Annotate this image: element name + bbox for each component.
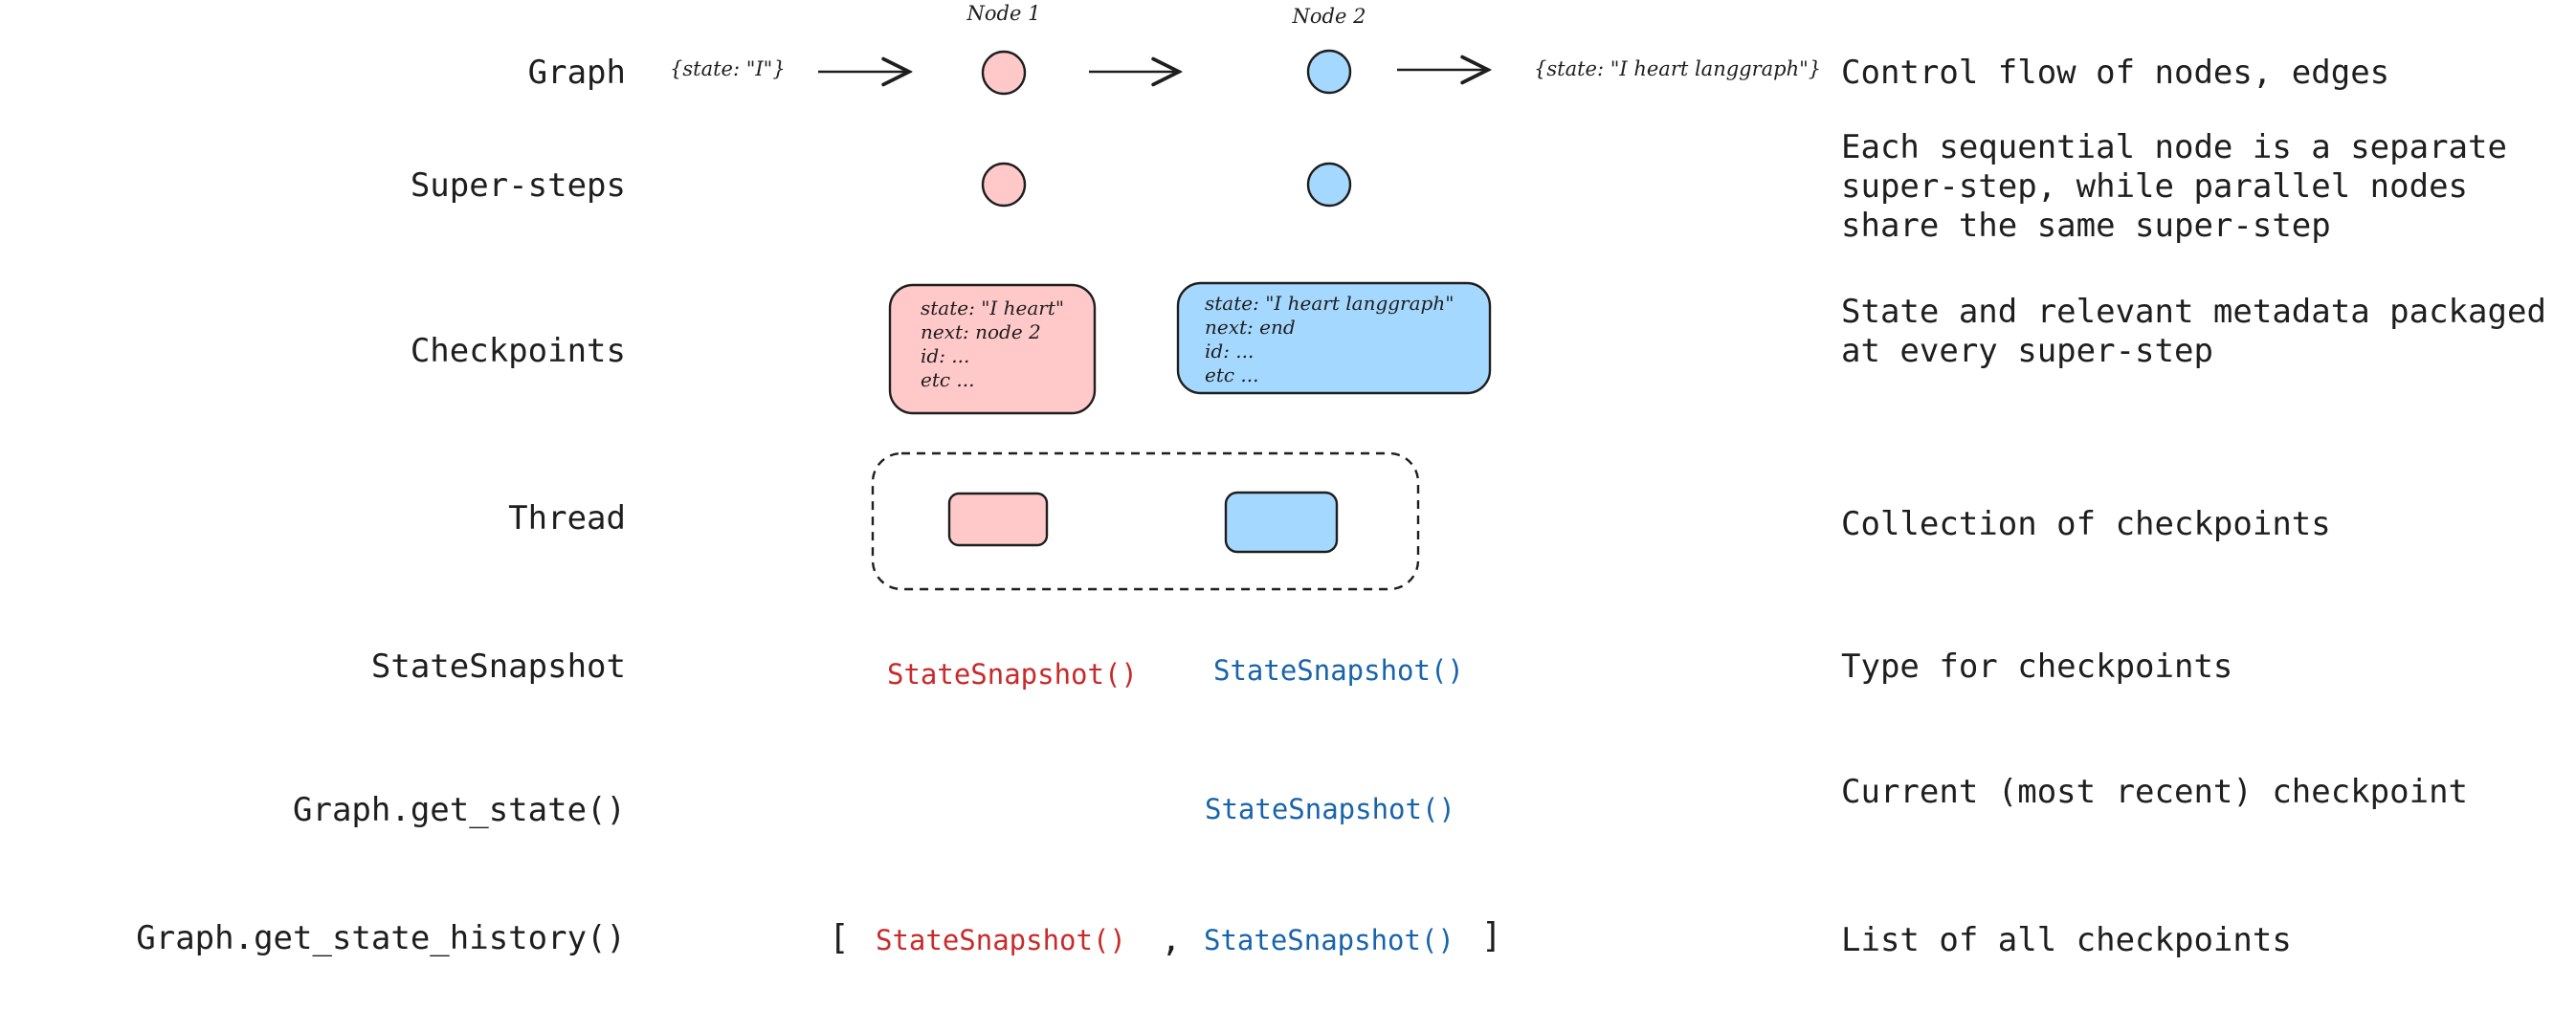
description-get-state-history: List of all checkpoints — [1841, 921, 2292, 959]
superstep-node-2 — [1306, 162, 1352, 208]
node-1-label: Node 1 — [966, 2, 1041, 25]
superstep-node-1 — [981, 162, 1027, 208]
history-statesnapshot-node-2: StateSnapshot() — [1204, 924, 1455, 956]
get-state-result: StateSnapshot() — [1205, 793, 1455, 825]
output-state: {state: "I heart langgraph"} — [1534, 57, 1822, 80]
history-statesnapshot-node-1: StateSnapshot() — [876, 924, 1126, 956]
row-label-statesnapshot: StateSnapshot — [370, 648, 626, 686]
description-statesnapshot: Type for checkpoints — [1841, 648, 2233, 686]
list-separator: , — [1161, 920, 1182, 959]
close-bracket: ] — [1481, 916, 1502, 955]
row-label-super-steps: Super-steps — [410, 166, 626, 205]
open-bracket: [ — [829, 918, 850, 957]
input-state: {state: "I"} — [670, 57, 786, 80]
checkpoint-2-content: state: "I heart langgraph" next: end id:… — [1205, 292, 1455, 386]
description-graph: Control flow of nodes, edges — [1841, 54, 2390, 92]
thread-checkpoint-1 — [947, 492, 1049, 547]
thread-checkpoint-2 — [1224, 491, 1339, 554]
description-super-steps: Each sequential node is a separate super… — [1841, 128, 2507, 245]
checkpoint-box-2 — [1176, 281, 1492, 395]
row-label-get-state-history: Graph.get_state_history() — [136, 919, 626, 957]
statesnapshot-node-2: StateSnapshot() — [1213, 654, 1464, 687]
checkpoint-1-content: state: "I heart" next: node 2 id: ... et… — [921, 296, 1065, 391]
node-2-label: Node 2 — [1292, 5, 1366, 28]
thread-container — [871, 451, 1420, 591]
row-label-checkpoints: Checkpoints — [410, 332, 626, 370]
graph-node-1 — [981, 50, 1027, 96]
description-thread: Collection of checkpoints — [1841, 505, 2331, 543]
description-checkpoints: State and relevant metadata packaged at … — [1841, 293, 2546, 370]
row-label-get-state: Graph.get_state() — [293, 791, 626, 829]
statesnapshot-node-1: StateSnapshot() — [887, 658, 1138, 691]
graph-node-2 — [1306, 49, 1352, 95]
description-get-state: Current (most recent) checkpoint — [1841, 773, 2469, 811]
checkpoint-box-1 — [888, 283, 1097, 415]
row-label-thread: Thread — [508, 499, 626, 538]
row-label-graph: Graph — [527, 54, 626, 92]
